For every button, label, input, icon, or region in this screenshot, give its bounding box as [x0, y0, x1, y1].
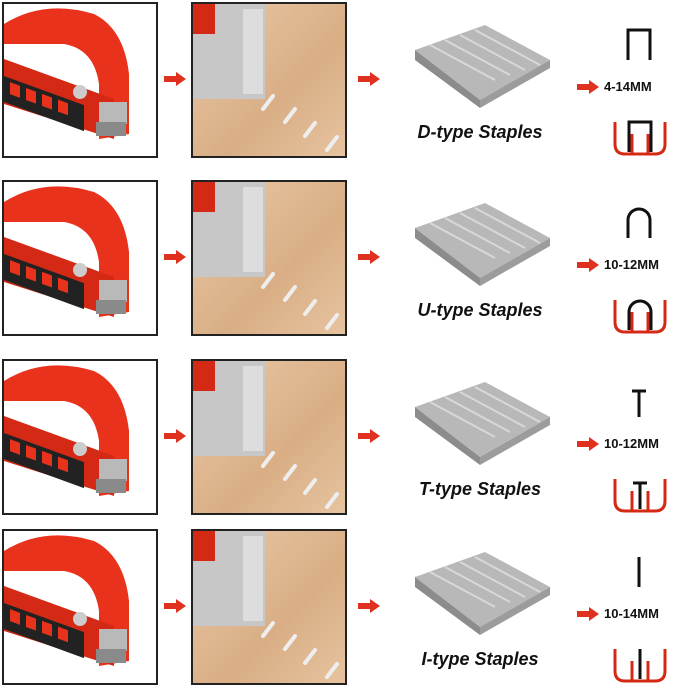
arrow-right-icon	[358, 250, 380, 264]
staple-size-label: 10-14MM	[604, 606, 659, 621]
staple-type-row: I-type Staples 10-14MM	[0, 527, 679, 699]
t-nail-icon	[620, 381, 656, 421]
staple-type-label: D-type Staples	[417, 122, 543, 142]
arrow-right-icon	[164, 250, 186, 264]
arrow-right-icon	[358, 599, 380, 613]
arrow-right-icon	[164, 429, 186, 443]
i-brad-icon	[620, 551, 656, 591]
stapling-result-image	[191, 529, 347, 685]
arrow-right-icon	[164, 72, 186, 86]
staple-type-label: T-type Staples	[418, 479, 542, 499]
staple-in-material-icon	[612, 118, 668, 158]
staples-pack-image	[395, 377, 565, 467]
staple-size-label: 4-14MM	[604, 79, 652, 94]
flat-crown-staple-icon	[620, 24, 656, 64]
arrow-right-icon	[577, 437, 599, 451]
arrow-right-icon	[577, 607, 599, 621]
staple-in-material-icon	[612, 645, 668, 685]
staple-type-row: D-type Staples 4-14MM	[0, 0, 679, 172]
staple-type-label: I-type Staples	[421, 649, 539, 669]
stapler-closeup-image	[2, 529, 158, 685]
staple-in-material-icon	[612, 296, 668, 336]
arrow-right-icon	[358, 429, 380, 443]
stapler-closeup-image	[2, 359, 158, 515]
staple-size-label: 10-12MM	[604, 436, 659, 451]
staple-in-material-icon	[612, 475, 668, 515]
staples-pack-image	[395, 547, 565, 637]
arrow-right-icon	[577, 80, 599, 94]
arrow-right-icon	[358, 72, 380, 86]
staples-pack-image	[395, 198, 565, 288]
staples-pack-image	[395, 20, 565, 110]
stapling-result-image	[191, 180, 347, 336]
u-staple-icon	[620, 202, 656, 242]
stapler-closeup-image	[2, 180, 158, 336]
staple-type-label: U-type Staples	[417, 300, 543, 320]
staple-type-row: T-type Staples 10-12MM	[0, 357, 679, 529]
arrow-right-icon	[164, 599, 186, 613]
arrow-right-icon	[577, 258, 599, 272]
stapling-result-image	[191, 2, 347, 158]
staple-size-label: 10-12MM	[604, 257, 659, 272]
staple-type-row: U-type Staples 10-12MM	[0, 178, 679, 350]
stapler-closeup-image	[2, 2, 158, 158]
stapling-result-image	[191, 359, 347, 515]
